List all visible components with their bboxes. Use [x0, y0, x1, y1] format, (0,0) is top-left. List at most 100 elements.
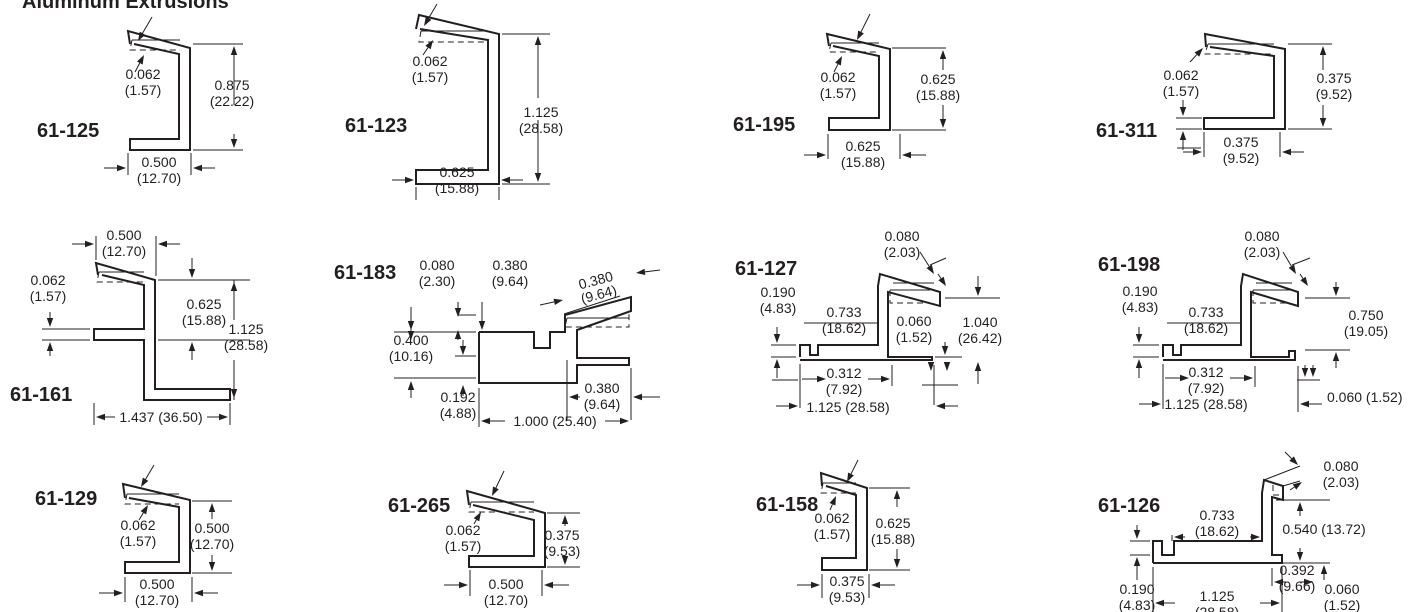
dimension-arrow [534, 173, 542, 182]
thickness-arrow-shaft [134, 62, 141, 73]
dimension-slot: 0.190 [760, 284, 795, 300]
thickness-arrow [1194, 48, 1203, 57]
dimension-slot-mm: (9.64) [492, 273, 529, 289]
dimension-arrow [943, 362, 951, 371]
hidden-edge [129, 39, 180, 51]
dimension-width: 0.500 [139, 576, 174, 592]
dimension-lip-gap: 0.060 (1.52) [1327, 389, 1403, 405]
profile-edge [1282, 480, 1301, 487]
thickness-arrow [424, 16, 432, 26]
dimension-arrow [96, 413, 105, 421]
dimension-height-mm: (26.42) [958, 330, 1002, 346]
dimension-arrow [871, 581, 880, 589]
dimension-arrow [454, 308, 462, 317]
dimension-arrow-shaft [937, 273, 942, 279]
dimension-lip-width: 0.380 [584, 380, 619, 396]
dimension-arrow-shaft [539, 301, 555, 306]
dimension-offset-mm: (18.62) [822, 320, 866, 336]
thickness-arrow-shaft [428, 3, 438, 19]
hidden-edge [124, 493, 179, 505]
dimension-arrow [405, 176, 414, 184]
part-number: 61-183 [334, 262, 396, 284]
hidden-edge [96, 271, 144, 283]
extrusion-profile [415, 13, 500, 185]
dimension-thickness: 0.062 [412, 53, 447, 69]
part-61-198: 61-1980.080(2.03)0.190(4.83)0.733(18.62)… [1098, 228, 1403, 412]
dimension-arrow-shaft [1282, 251, 1292, 267]
dimension-arrow [1155, 599, 1164, 607]
part-number: 61-311 [1096, 120, 1157, 142]
dimension-width-mm: (9.52) [1223, 150, 1260, 166]
part-61-129: 61-1290.062(1.57)0.500(12.70)0.500(12.70… [35, 464, 234, 608]
dimension-arrow [501, 176, 510, 184]
dimension-thickness-mm: (1.57) [814, 526, 851, 542]
dimension-thickness: 0.080 [884, 228, 919, 244]
dimension-arrow [230, 46, 238, 55]
dimension-thickness-mm: (1.57) [30, 288, 67, 304]
dimension-arrow [158, 240, 167, 248]
dimension-height: 0.625 [875, 515, 910, 531]
dimension-width: 1.125 [1199, 588, 1234, 604]
thickness-arrow-shaft [142, 16, 153, 34]
thickness-arrow [857, 30, 864, 40]
dimension-base-mm: (4.88) [440, 405, 477, 421]
part-61-195: 61-1950.062(1.57)0.625(15.88)0.625(15.88… [733, 13, 960, 170]
extrusion-profile [478, 295, 632, 384]
dimension-arrow [481, 417, 490, 425]
dimension-base-mm: (7.92) [1188, 380, 1225, 396]
dimension-arrow [85, 240, 94, 248]
dimension-arrow [46, 318, 54, 327]
dimension-flange-mm: (12.70) [102, 243, 146, 259]
dimension-thickness-mm: (2.03) [1323, 474, 1360, 490]
dimension-width: 0.375 [829, 573, 864, 589]
dimension-thickness: 0.062 [1163, 67, 1198, 83]
thickness-arrow [141, 477, 149, 487]
dimension-arrow [459, 346, 467, 355]
extrusion-profile [93, 261, 231, 401]
dimension-width-mm: (15.88) [435, 180, 479, 196]
thickness-arrow [136, 55, 144, 65]
dimension-arrow [208, 503, 216, 512]
dimension-arrow [1135, 359, 1143, 368]
dimension-base: 0.312 [826, 365, 861, 381]
dimension-thickness: 0.080 [419, 257, 454, 273]
dimension-arrow [881, 375, 890, 383]
extrusion-profile [126, 29, 191, 151]
dimension-width-mm: (9.53) [829, 589, 866, 605]
dimension-height: 0.750 [1348, 307, 1383, 323]
dimension-thickness: 0.062 [30, 272, 65, 288]
part-61-123: 61-1230.062(1.57)1.125(28.58)0.625(15.88… [345, 3, 563, 200]
dimension-thickness: 0.062 [120, 517, 155, 533]
dimension-height: 0.500 [194, 520, 229, 536]
part-number: 61-126 [1098, 495, 1160, 517]
dimension-arrow [1332, 352, 1340, 361]
dimension-arrow [1251, 533, 1260, 541]
dimension-arrow [811, 581, 820, 589]
hidden-edge [828, 42, 879, 53]
dimension-arrow [938, 276, 946, 286]
dimension-arrow [902, 151, 911, 159]
dimension-height-mm: (15.88) [916, 87, 960, 103]
dimension-height: 0.540 (13.72) [1282, 521, 1365, 537]
extrusion-profile [121, 482, 191, 574]
dimension-arrow [459, 581, 468, 589]
dimension-thickness-mm: (2.03) [884, 244, 921, 260]
dimension-height: 1.125 [523, 104, 558, 120]
dimension-width-mm: (12.70) [135, 592, 179, 608]
dimension-arrow [974, 287, 982, 296]
thickness-arrow-shaft [495, 470, 505, 489]
thickness-arrow-shaft [850, 459, 859, 475]
thickness-arrow-shaft [833, 63, 839, 73]
dimension-arrow [1288, 264, 1296, 274]
part-number: 61-265 [388, 495, 450, 517]
part-61-161: 61-1610.500(12.70)0.062(1.57)0.625(15.88… [10, 227, 268, 425]
dimension-inner-height-mm: (15.88) [182, 312, 226, 328]
dimension-arrow-shaft [1289, 486, 1295, 491]
thickness-arrow [829, 496, 836, 506]
dimension-thickness-mm: (1.57) [1163, 83, 1200, 99]
dimension-arrow [927, 362, 935, 371]
part-number: 61-127 [735, 258, 797, 280]
dimension-base-mm: (7.92) [826, 381, 863, 397]
